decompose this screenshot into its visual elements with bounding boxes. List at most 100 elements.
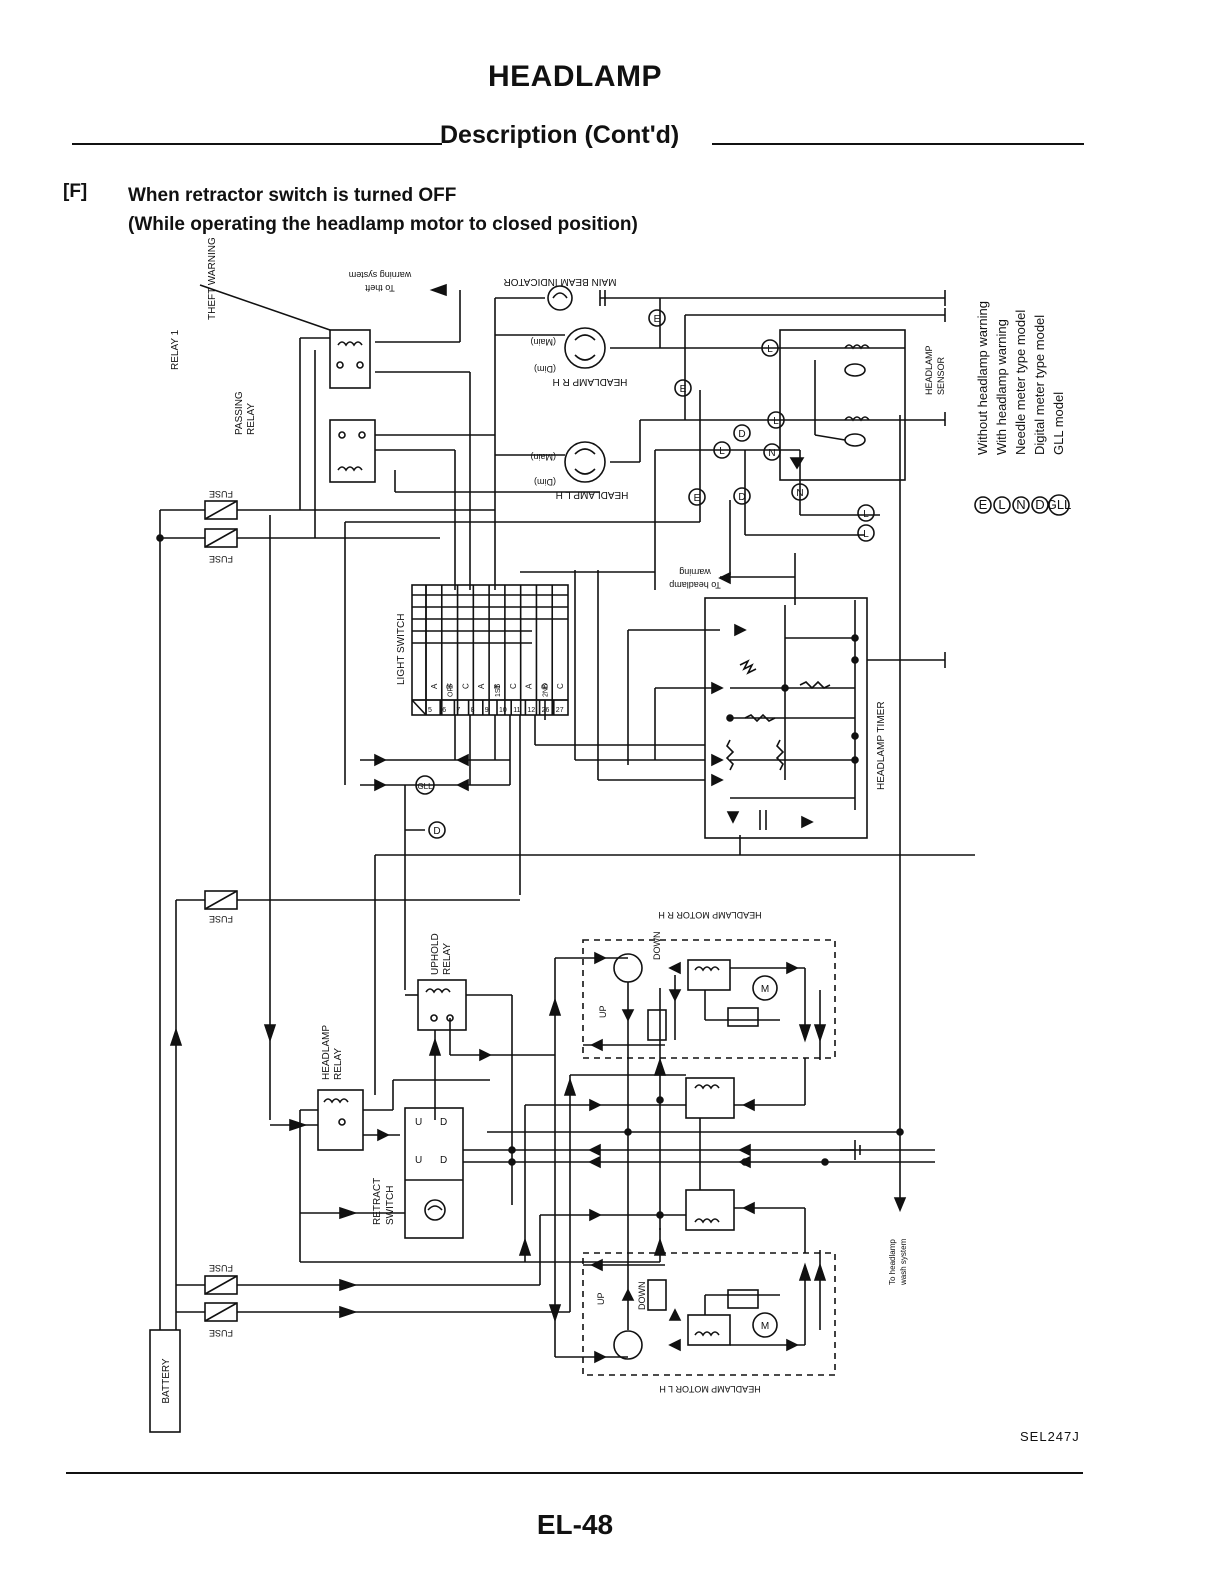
passing-relay-label-2: RELAY	[246, 403, 257, 435]
marker-l-1: L	[761, 339, 779, 357]
retract-label-2: SWITCH	[385, 1186, 396, 1225]
switch-row-label: 27	[556, 707, 564, 714]
legend-symbol-icon	[974, 496, 992, 514]
svg-text:GLL: GLL	[417, 782, 433, 791]
marker-n-1: N	[763, 443, 781, 461]
marker-d-2: D	[733, 487, 751, 505]
page-number: EL-48	[536, 1509, 614, 1540]
main-beam-label: MAIN BEAM INDICATOR	[504, 276, 617, 287]
marker-l-4: L	[857, 504, 875, 522]
to-theft-label-2: To theft	[365, 283, 395, 293]
headlamp-motor-lh: M HEADLAMP MOTOR L H DOWN UP	[555, 1250, 836, 1394]
switch-row-label: 5	[428, 707, 432, 714]
up-label: UP	[598, 1005, 608, 1018]
main-label: (Main)	[530, 337, 556, 347]
d-label: D	[440, 1117, 447, 1128]
legend-symbol-icon	[1048, 494, 1070, 516]
legend-symbol: N	[1016, 497, 1025, 512]
uphold-relay: UPHOLD RELAY	[405, 933, 555, 1205]
hl-relay-label: HEADLAMP	[321, 1025, 332, 1080]
dim-label: (Dim)	[534, 477, 556, 487]
svg-text:D: D	[738, 429, 745, 440]
svg-text:N: N	[796, 488, 803, 499]
switch-col-label: C	[556, 683, 565, 689]
fuse-label: FUSE	[209, 1328, 233, 1338]
legend-symbol: GLL	[1047, 497, 1072, 512]
sensor-label: HEADLAMP	[924, 345, 934, 395]
main-label: (Main)	[530, 452, 556, 462]
legend-symbol: D	[1035, 497, 1044, 512]
theft-relay-label-2: RELAY 1	[170, 329, 181, 370]
legend-text: Without headlamp warning	[975, 301, 990, 455]
timer-label: HEADLAMP TIMER	[876, 701, 887, 790]
svg-text:N: N	[768, 448, 775, 459]
step-key: [F]	[63, 181, 88, 202]
switch-col-label: A	[525, 683, 534, 689]
marker-l-3: L	[713, 441, 731, 459]
passing-relay-label: PASSING	[234, 391, 245, 435]
main-beam-indicator	[547, 285, 573, 311]
headlamp-lh: (Main) (Dim) HEADLAMP L H	[530, 441, 629, 500]
switch-row-label: 10	[499, 707, 507, 714]
theft-warning-relay: THEFT WARNING RELAY 1	[170, 237, 371, 389]
headlamp-sensor: HEADLAMP SENSOR	[779, 329, 946, 481]
legend-symbol-icon	[1031, 496, 1049, 514]
svg-text:L: L	[863, 529, 869, 540]
switch-col-label: C	[509, 683, 518, 689]
page-title: HEADLAMP	[488, 60, 662, 93]
legend-text: Digital meter type model	[1032, 315, 1047, 455]
svg-text:M: M	[761, 984, 769, 995]
switch-col-label: A	[430, 683, 439, 689]
uphold-label-2: RELAY	[442, 943, 453, 975]
light-switch-label: LIGHT SWITCH	[396, 614, 407, 685]
marker-e-3: E	[688, 488, 706, 506]
fuse-5: FUSE	[204, 1302, 238, 1338]
step-line-1: When retractor switch is turned OFF	[128, 185, 457, 206]
marker-d-3: D	[428, 821, 446, 839]
headlamp-rh: (Main) (Dim) HEADLAMP R H	[530, 327, 628, 387]
u-label: U	[415, 1117, 422, 1128]
svg-text:M: M	[761, 1321, 769, 1332]
switch-row-label: 9	[485, 707, 489, 714]
legend-symbol: L	[998, 497, 1005, 512]
battery: BATTERY	[149, 1329, 181, 1433]
sensor-label-2: SENSOR	[936, 356, 946, 395]
retract-switch: U D U D RETRACT SWITCH	[299, 1107, 935, 1263]
dim-label: (Dim)	[534, 364, 556, 374]
wash-label-2: wash system	[899, 1238, 908, 1286]
step-line-2: (While operating the headlamp motor to c…	[128, 214, 638, 235]
passing-relay: PASSING RELAY	[234, 391, 376, 483]
svg-text:L: L	[719, 446, 725, 457]
svg-text:E: E	[654, 314, 661, 325]
d-label: D	[440, 1155, 447, 1166]
switch-group-label: 1ST	[495, 683, 502, 697]
headlamp-lh-label: HEADLAMP L H	[556, 489, 629, 500]
diagram-code: SEL247J	[1020, 1429, 1080, 1444]
fuse-label: FUSE	[209, 554, 233, 564]
headlamp-relay: HEADLAMP RELAY	[270, 1025, 490, 1151]
battery-label: BATTERY	[161, 1358, 172, 1404]
up-label: UP	[596, 1292, 606, 1305]
legend-symbol-icon	[1012, 496, 1030, 514]
legend-symbol-icon	[993, 496, 1011, 514]
marker-e-2: E	[674, 379, 692, 397]
marker-l-2: L	[767, 411, 785, 429]
step-description: When retractor switch is turned OFF (Whi…	[128, 181, 638, 239]
headlamp-timer: HEADLAMP TIMER	[704, 597, 887, 839]
theft-relay-label: THEFT WARNING	[207, 237, 218, 320]
switch-col-label: B	[493, 684, 502, 689]
marker-l-5: L	[857, 524, 875, 542]
down-label: DOWN	[637, 1282, 647, 1311]
fuse-label: FUSE	[209, 1263, 233, 1273]
svg-text:L: L	[773, 416, 779, 427]
legend-symbol: E	[979, 497, 988, 512]
switch-col-label: B	[446, 684, 455, 689]
svg-text:D: D	[433, 826, 440, 837]
retract-label: RETRACT	[372, 1178, 383, 1225]
lower-harness	[237, 958, 907, 1357]
headlamp-rh-label: HEADLAMP R H	[553, 376, 628, 387]
